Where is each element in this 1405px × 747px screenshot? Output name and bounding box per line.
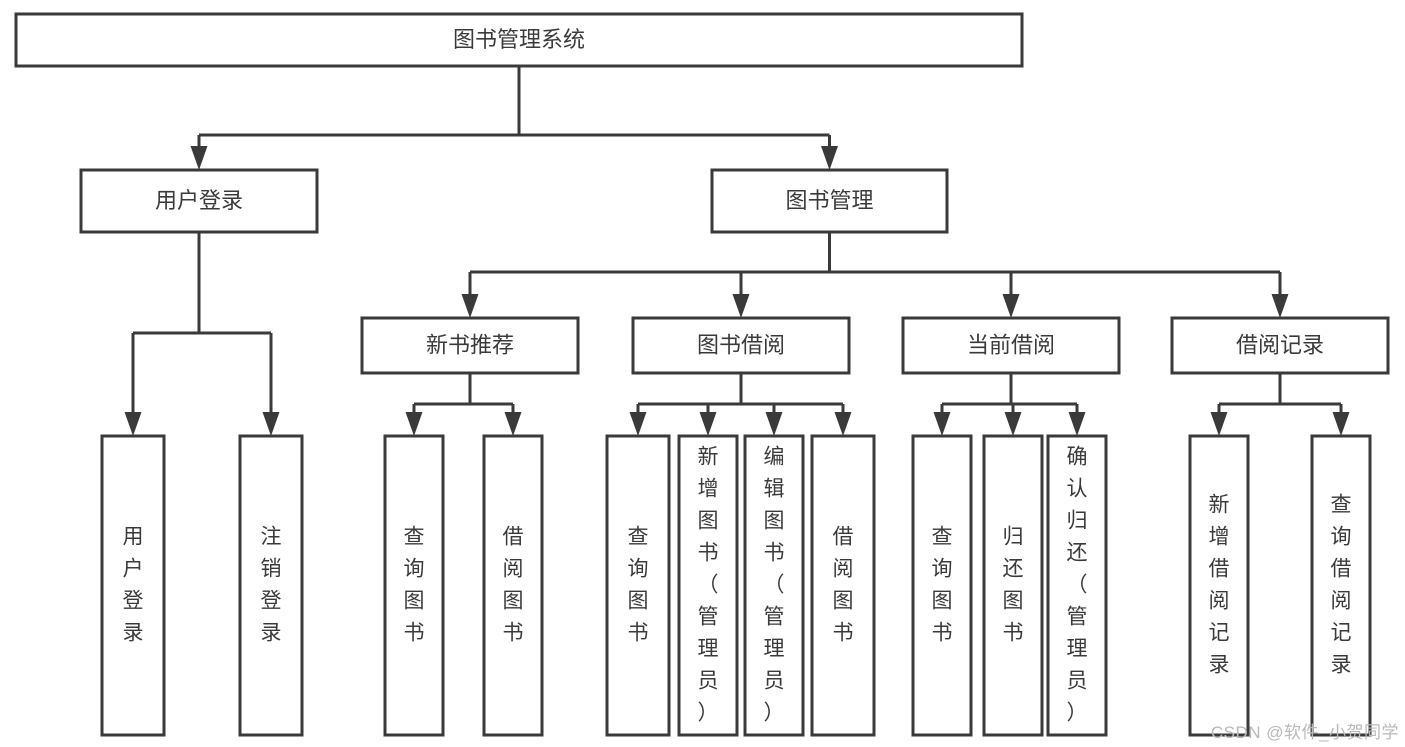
node-box[interactable] bbox=[810, 434, 876, 737]
node-user-login[interactable]: 用户登录 bbox=[79, 168, 319, 234]
arrow-head-icon bbox=[933, 412, 951, 436]
node-box[interactable] bbox=[1046, 434, 1108, 737]
node-box[interactable] bbox=[677, 434, 739, 737]
arrow-head-icon bbox=[1004, 412, 1022, 436]
arrow-head-icon bbox=[1271, 294, 1289, 318]
node-leaf-user-login[interactable]: 用户登录 bbox=[100, 434, 166, 737]
node-leaf-query-book-2[interactable]: 查询图书 bbox=[605, 434, 671, 737]
node-label: 当前借阅 bbox=[967, 332, 1055, 357]
arrow-head-icon bbox=[1210, 412, 1228, 436]
node-leaf-query-borrow-record[interactable]: 查询借阅记录 bbox=[1310, 434, 1372, 737]
arrow-head-icon bbox=[834, 412, 852, 436]
node-label: 借阅图书 bbox=[833, 525, 854, 644]
node-box[interactable] bbox=[238, 434, 304, 737]
node-box[interactable] bbox=[14, 12, 1024, 68]
node-box[interactable] bbox=[911, 434, 973, 737]
arrow-head-icon bbox=[262, 412, 280, 436]
node-root[interactable]: 图书管理系统 bbox=[14, 12, 1024, 68]
node-current-borrow[interactable]: 当前借阅 bbox=[901, 316, 1121, 375]
node-leaf-edit-book-admin[interactable]: 编辑图书（管理员） bbox=[743, 434, 805, 737]
arrow-head-icon bbox=[124, 412, 142, 436]
node-label: 注销登录 bbox=[261, 525, 282, 644]
arrow-head-icon bbox=[1002, 294, 1020, 318]
node-label: 图书管理系统 bbox=[453, 27, 585, 52]
node-leaf-confirm-return-admin[interactable]: 确认归还（管理员） bbox=[1046, 434, 1108, 737]
node-box[interactable] bbox=[901, 316, 1121, 375]
node-label: 查询借阅记录 bbox=[1331, 493, 1352, 676]
node-label: 新书推荐 bbox=[426, 332, 514, 357]
arrow-head-icon bbox=[1332, 412, 1350, 436]
node-label: 归还图书 bbox=[1003, 525, 1024, 644]
node-box[interactable] bbox=[1310, 434, 1372, 737]
connector-group-new-book-recommend bbox=[405, 373, 522, 436]
arrow-head-icon bbox=[405, 412, 423, 436]
arrow-head-icon bbox=[821, 146, 838, 170]
connector-group-current-borrow bbox=[933, 373, 1086, 436]
arrow-head-icon bbox=[461, 294, 479, 318]
node-leaf-logout-login[interactable]: 注销登录 bbox=[238, 434, 304, 737]
node-label: 图书借阅 bbox=[697, 332, 785, 357]
node-leaf-borrow-book-1[interactable]: 借阅图书 bbox=[482, 434, 544, 737]
node-box[interactable] bbox=[605, 434, 671, 737]
node-label: 新增图书（管理员） bbox=[698, 445, 719, 724]
node-box[interactable] bbox=[982, 434, 1044, 737]
node-label: 查询图书 bbox=[932, 525, 953, 644]
arrow-head-icon bbox=[629, 412, 647, 436]
nodes-layer: 图书管理系统用户登录图书管理新书推荐图书借阅当前借阅借阅记录用户登录注销登录查询… bbox=[14, 12, 1390, 737]
connector-group-book-manage bbox=[461, 232, 1289, 318]
node-label: 新增借阅记录 bbox=[1209, 493, 1230, 676]
node-label: 编辑图书（管理员） bbox=[764, 445, 785, 724]
connectors-layer bbox=[124, 66, 1350, 436]
node-book-borrow[interactable]: 图书借阅 bbox=[631, 316, 851, 375]
arrow-head-icon bbox=[1068, 412, 1086, 436]
arrow-head-icon bbox=[765, 412, 783, 436]
node-box[interactable] bbox=[482, 434, 544, 737]
node-box[interactable] bbox=[360, 316, 580, 375]
node-box[interactable] bbox=[79, 168, 319, 234]
connector-group-borrow-record bbox=[1210, 373, 1350, 436]
node-borrow-record[interactable]: 借阅记录 bbox=[1170, 316, 1390, 375]
connector-group-root bbox=[190, 66, 838, 170]
node-new-book-recommend[interactable]: 新书推荐 bbox=[360, 316, 580, 375]
arrow-head-icon bbox=[190, 146, 208, 170]
node-leaf-query-book-3[interactable]: 查询图书 bbox=[911, 434, 973, 737]
node-box[interactable] bbox=[631, 316, 851, 375]
node-leaf-query-book-1[interactable]: 查询图书 bbox=[383, 434, 445, 737]
node-label: 用户登录 bbox=[123, 525, 144, 644]
arrow-head-icon bbox=[732, 294, 750, 318]
node-label: 借阅图书 bbox=[503, 525, 524, 644]
node-box[interactable] bbox=[710, 168, 949, 234]
connector-group-user-login bbox=[124, 232, 280, 436]
arrow-head-icon bbox=[699, 412, 717, 436]
node-leaf-return-book[interactable]: 归还图书 bbox=[982, 434, 1044, 737]
node-leaf-borrow-book-2[interactable]: 借阅图书 bbox=[810, 434, 876, 737]
node-box[interactable] bbox=[383, 434, 445, 737]
node-label: 查询图书 bbox=[628, 525, 649, 644]
node-label: 确认归还（管理员） bbox=[1067, 445, 1088, 724]
node-box[interactable] bbox=[743, 434, 805, 737]
node-leaf-add-borrow-record[interactable]: 新增借阅记录 bbox=[1188, 434, 1250, 737]
node-book-manage[interactable]: 图书管理 bbox=[710, 168, 949, 234]
node-label: 用户登录 bbox=[155, 188, 243, 213]
node-label: 借阅记录 bbox=[1236, 332, 1324, 357]
node-label: 查询图书 bbox=[404, 525, 425, 644]
node-box[interactable] bbox=[1170, 316, 1390, 375]
node-box[interactable] bbox=[100, 434, 166, 737]
csdn-watermark: CSDN @软件_小贺同学 bbox=[1210, 723, 1399, 742]
node-label: 图书管理 bbox=[785, 188, 873, 213]
node-leaf-add-book-admin[interactable]: 新增图书（管理员） bbox=[677, 434, 739, 737]
arrow-head-icon bbox=[504, 412, 522, 436]
connector-group-book-borrow bbox=[629, 373, 852, 436]
node-box[interactable] bbox=[1188, 434, 1250, 737]
